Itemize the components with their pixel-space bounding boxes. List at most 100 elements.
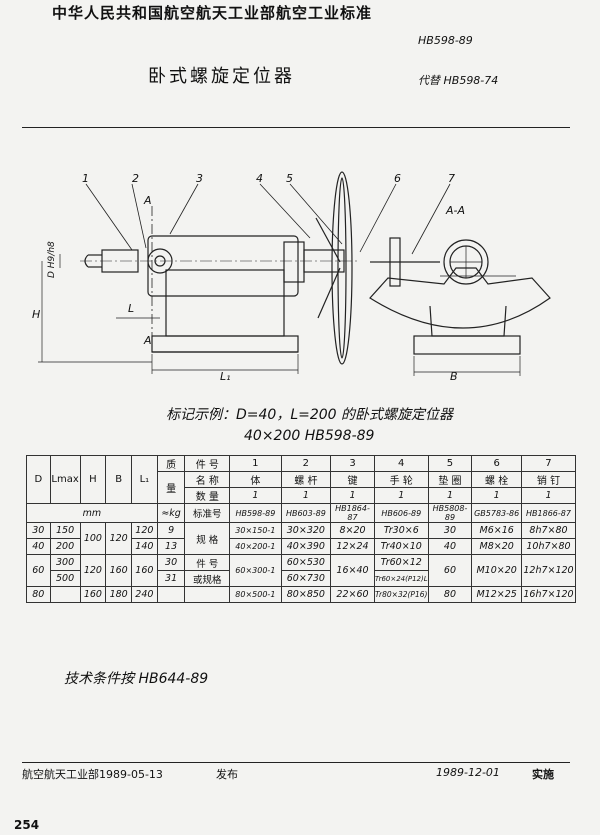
footer-divider: [22, 762, 570, 763]
col-mass-1: 质: [156, 455, 186, 472]
org-title: 中华人民共和国航空航天工业部航空工业标准: [52, 4, 373, 22]
col-b: B: [105, 455, 132, 504]
part-no-label: 件 号: [184, 455, 231, 472]
marking-example: 标记示例：D=40，L=200 的卧式螺旋定位器: [166, 407, 454, 423]
cell-mass: 9: [156, 522, 186, 539]
cell-part6: M10×20: [471, 554, 522, 587]
cell-part5: 40: [427, 538, 473, 555]
cell-part2: 40×390: [280, 538, 332, 555]
callout-leaders: [85, 183, 451, 255]
col-l1: L₁: [131, 455, 158, 504]
section-title: A-A: [445, 204, 465, 217]
replaces-note: 代替 HB598-74: [418, 74, 499, 87]
spec-label: 规 格: [184, 522, 231, 555]
cell-part6: M8×20: [471, 538, 522, 555]
cell-lmax: 500: [49, 570, 81, 587]
std-5: HB5808-89: [427, 503, 473, 523]
std-3: HB1864-87: [330, 503, 375, 523]
cell-part4: Tr60×24(P12)L: [373, 570, 429, 587]
name-7: 销 钉: [520, 471, 577, 488]
cell-part2: 60×730: [280, 570, 332, 587]
header-row-3: 数 量 1 1 1 1 1 1 1: [27, 487, 577, 504]
cell-part4: Tr40×10: [373, 538, 429, 555]
cell-h: 100: [79, 522, 107, 555]
cell-part2: 30×320: [280, 522, 332, 539]
cell-part5: 80: [427, 586, 473, 603]
issuer-date: 航空航天工业部1989-05-13: [22, 768, 163, 781]
cell-part5: 30: [427, 522, 473, 539]
units-mm: mm: [26, 503, 158, 523]
std-1: HB598-89: [229, 503, 282, 523]
cell-d: 60: [26, 554, 51, 587]
issued-label: 发布: [216, 768, 238, 781]
part-5: 5: [427, 455, 473, 472]
qty-2: 1: [280, 487, 332, 504]
locator-drawing: 1 2 3 4 5 6 7 A A A-A D H9/h8 H L L₁ B: [32, 171, 551, 383]
page-number: 254: [14, 818, 40, 832]
effective-date: 1989-12-01: [436, 766, 500, 779]
header-row-1: D Lmax H B L₁ 质 件 号 1 2 3 4 5 6 7: [26, 455, 577, 504]
dim-l1: L₁: [220, 370, 231, 383]
cell-part7: 10h7×80: [520, 538, 577, 555]
units-kg: ≈kg: [156, 503, 186, 523]
units-row: mm ≈kg 标准号 HB598-89 HB603-89 HB1864-87 H…: [26, 503, 577, 523]
qty-4: 1: [373, 487, 429, 504]
qty-3: 1: [330, 487, 375, 504]
part-4: 4: [373, 455, 429, 472]
cell-l1: 160: [131, 554, 158, 587]
cell-part3: 16×40: [330, 554, 375, 587]
cell-b: 180: [105, 586, 132, 603]
table-row: 60 300 120 160 160 30 件 号 60×300-1 60×53…: [26, 554, 577, 587]
standard-code: HB598-89: [418, 34, 473, 47]
cell-lmax: 150: [49, 522, 81, 539]
name-label: 名 称: [184, 471, 231, 488]
name-2: 螺 杆: [280, 471, 332, 488]
cell-mass: 13: [156, 538, 186, 555]
spec-table: D Lmax H B L₁ 质 件 号 1 2 3 4 5 6 7 量 名 称 …: [26, 455, 577, 603]
cell-lmax: [49, 586, 81, 603]
cell-lmax: 300: [49, 554, 81, 571]
part-6: 6: [471, 455, 522, 472]
table-row: 30 150 100 120 120 9 规 格 30×150-1 30×320…: [26, 522, 577, 555]
cell-part3: 8×20: [330, 522, 375, 539]
callout-5: 5: [286, 172, 293, 185]
cell-d: 80: [26, 586, 51, 603]
std-7: HB1866-87: [520, 503, 577, 523]
cell-b: 120: [105, 522, 132, 555]
part-2: 2: [280, 455, 332, 472]
qty-label: 数 量: [184, 487, 231, 504]
cell-part7: 8h7×80: [520, 522, 577, 539]
cell-part1: 60×300-1: [229, 554, 282, 587]
callout-4: 4: [256, 172, 263, 185]
cell-part5: 60: [427, 554, 473, 587]
section-mark-top: A: [143, 194, 152, 207]
dim-b: B: [450, 370, 458, 383]
name-1: 体: [229, 471, 282, 488]
cell-h: 160: [79, 586, 107, 603]
callout-3: 3: [196, 172, 203, 185]
cell-part6: M12×25: [471, 586, 522, 603]
side-view: [369, 237, 551, 376]
cell-part1: 80×500-1: [229, 586, 282, 603]
col-mass-2: 量: [156, 471, 186, 504]
part-1: 1: [229, 455, 282, 472]
std-label: 标准号: [184, 503, 231, 523]
cell-d: 40: [26, 538, 51, 555]
cell-l1: 240: [131, 586, 158, 603]
header-row-2: 量 名 称 体 螺 杆 键 手 轮 垫 圈 螺 栓 销 钉: [27, 471, 577, 504]
std-6: GB5783-86: [471, 503, 522, 523]
cell-mass: 31: [156, 570, 186, 587]
callout-2: 2: [132, 172, 139, 185]
col-lmax: Lmax: [49, 455, 81, 504]
document-title: 卧式螺旋定位器: [148, 66, 295, 87]
cell-part4: Tr80×32(P16): [373, 586, 429, 603]
section-mark-bottom: A: [143, 334, 152, 347]
name-4: 手 轮: [373, 471, 429, 488]
cell-part4: Tr60×12: [373, 554, 429, 571]
callout-7: 7: [448, 172, 455, 185]
callout-6: 6: [394, 172, 401, 185]
cell-part7: 12h7×120: [520, 554, 577, 587]
qty-7: 1: [520, 487, 577, 504]
cell-mass: [156, 586, 186, 603]
marking-code: 40×200 HB598-89: [244, 428, 375, 444]
